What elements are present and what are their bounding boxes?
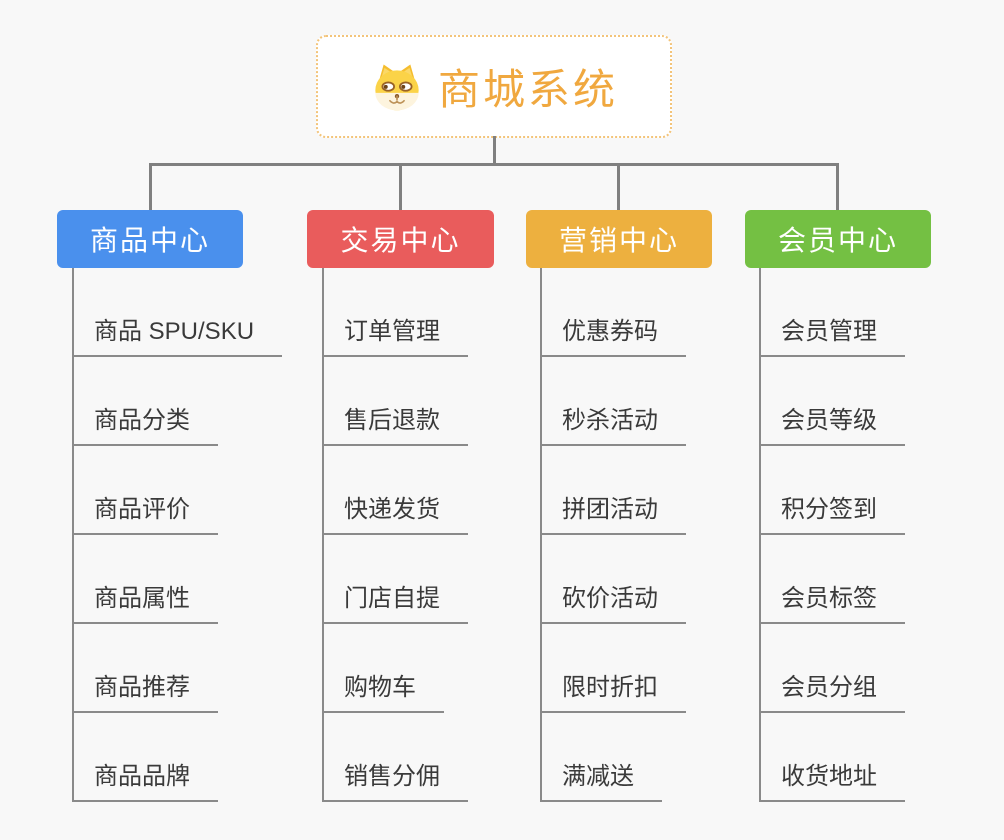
topic-item[interactable]: 订单管理 bbox=[322, 317, 468, 357]
topic-item[interactable]: 会员管理 bbox=[759, 317, 905, 357]
topic-item[interactable]: 限时折扣 bbox=[540, 673, 686, 713]
topic-item[interactable]: 砍价活动 bbox=[540, 584, 686, 624]
branch-node-trade-center[interactable]: 交易中心 bbox=[307, 210, 494, 268]
connector-drop-trade bbox=[399, 165, 402, 210]
topic-item[interactable]: 售后退款 bbox=[322, 406, 468, 446]
topic-item[interactable]: 快递发货 bbox=[322, 495, 468, 535]
connector-drop-product bbox=[149, 165, 152, 210]
topic-item[interactable]: 满减送 bbox=[540, 762, 662, 802]
topic-item[interactable]: 商品评价 bbox=[72, 495, 218, 535]
topic-item[interactable]: 会员等级 bbox=[759, 406, 905, 446]
topic-item[interactable]: 商品 SPU/SKU bbox=[72, 317, 283, 357]
connector-drop-marketing bbox=[617, 165, 620, 210]
topic-item[interactable]: 积分签到 bbox=[759, 495, 905, 535]
topic-item[interactable]: 会员标签 bbox=[759, 584, 905, 624]
topic-item[interactable]: 秒杀活动 bbox=[540, 406, 686, 446]
connector-horizontal-bar bbox=[149, 163, 839, 166]
topic-item[interactable]: 拼团活动 bbox=[540, 495, 686, 535]
topic-item[interactable]: 销售分佣 bbox=[322, 762, 468, 802]
root-topic[interactable]: 商城系统 bbox=[316, 35, 672, 138]
shiba-dog-icon bbox=[370, 62, 424, 112]
topic-item[interactable]: 商品分类 bbox=[72, 406, 218, 446]
topic-item[interactable]: 优惠券码 bbox=[540, 317, 686, 357]
topic-item[interactable]: 门店自提 bbox=[322, 584, 468, 624]
branch-node-marketing-center[interactable]: 营销中心 bbox=[526, 210, 712, 268]
root-topic-label: 商城系统 bbox=[437, 66, 618, 113]
branch-node-product-center[interactable]: 商品中心 bbox=[57, 210, 243, 268]
topic-item[interactable]: 收货地址 bbox=[759, 762, 905, 802]
branch-node-member-center[interactable]: 会员中心 bbox=[745, 210, 931, 268]
connector-drop-member bbox=[836, 165, 839, 210]
topic-item[interactable]: 商品属性 bbox=[72, 584, 218, 624]
topic-item[interactable]: 商品品牌 bbox=[72, 762, 218, 802]
topic-item[interactable]: 购物车 bbox=[322, 673, 444, 713]
topic-item[interactable]: 商品推荐 bbox=[72, 673, 218, 713]
topic-item[interactable]: 会员分组 bbox=[759, 673, 905, 713]
connector-root-stub bbox=[493, 136, 496, 165]
